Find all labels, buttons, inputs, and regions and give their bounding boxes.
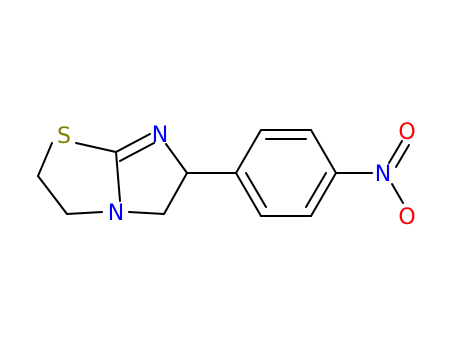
bond-n-o-top-a: [388, 140, 403, 164]
benzene-inner-2: [305, 172, 327, 208]
bond-c-n-double-a: [115, 133, 151, 153]
bond-s-c: [75, 142, 117, 153]
nitro-oxygen-bottom-label: O: [398, 205, 415, 230]
bond-n-o-top-b: [395, 144, 410, 168]
imine-nitrogen-label: N: [152, 123, 168, 148]
benzene-bond-6: [235, 172, 262, 217]
nitro-oxygen-top-label: O: [398, 120, 415, 145]
bond-n-o-bottom: [391, 183, 404, 204]
nitro-nitrogen-label: N: [375, 162, 391, 187]
bond-ch2-n-ring: [128, 211, 165, 215]
benzene-bond-3: [310, 129, 337, 174]
bond-ch2-n: [66, 211, 103, 215]
bond-ch2-ch2: [37, 175, 68, 215]
sulfur-atom-label: S: [57, 124, 71, 149]
ring-nitrogen-label: N: [108, 201, 124, 226]
bond-n-ch: [165, 143, 188, 174]
bond-n-c: [115, 151, 121, 202]
benzene-bond-4: [310, 172, 337, 217]
bond-s-ch2: [37, 142, 53, 177]
benzene-bond-1: [235, 129, 262, 174]
bond-c-n-double-b: [119, 142, 155, 162]
bond-ch-ch2: [163, 172, 188, 215]
benzene-inner-3: [245, 172, 267, 208]
